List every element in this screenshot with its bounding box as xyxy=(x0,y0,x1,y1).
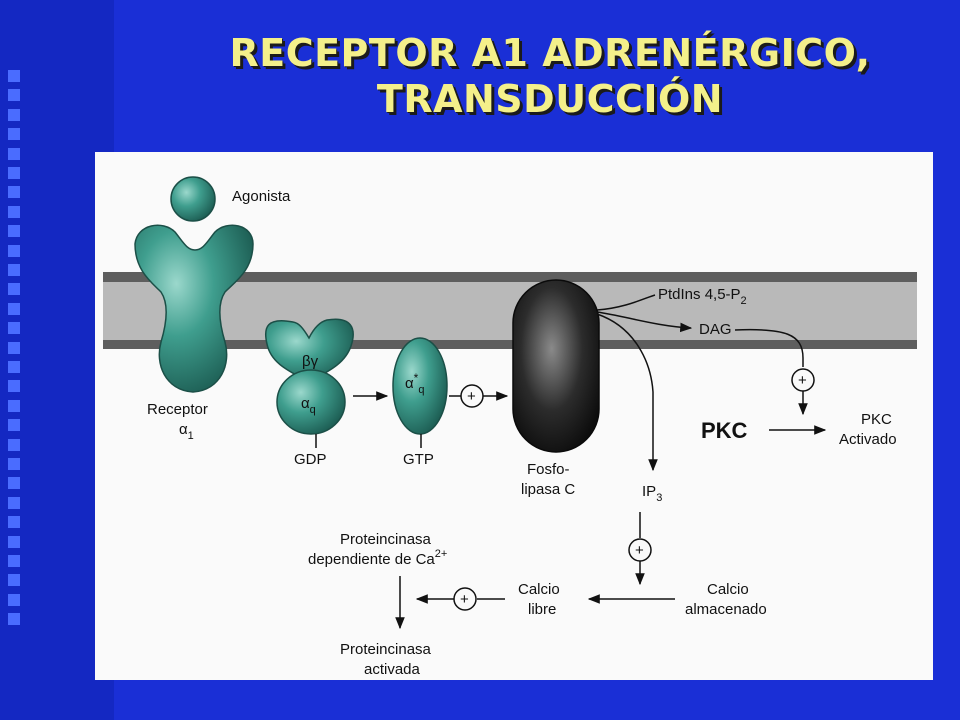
decor-square xyxy=(8,516,20,529)
agonist-label: Agonista xyxy=(232,188,291,205)
proteincinasa-act-label-2: activada xyxy=(364,661,421,678)
decor-square xyxy=(8,205,20,218)
g-beta-gamma-label: βγ xyxy=(302,353,319,370)
decor-square xyxy=(8,535,20,548)
decor-square xyxy=(8,574,20,587)
decor-square xyxy=(8,283,20,296)
decor-square xyxy=(8,593,20,606)
decor-square xyxy=(8,496,20,509)
decor-square xyxy=(8,167,20,179)
decorative-squares xyxy=(0,0,30,720)
decor-square xyxy=(8,225,20,238)
receptor-subtype-label: α1 xyxy=(179,421,194,442)
decor-square xyxy=(8,477,20,490)
decor-square xyxy=(8,399,20,412)
decor-square xyxy=(8,361,20,373)
decor-square xyxy=(8,186,20,199)
dag-label: DAG xyxy=(699,321,732,338)
g-protein-icon xyxy=(264,318,354,435)
plc-label-1: Fosfo- xyxy=(527,461,570,478)
title-line-1: RECEPTOR A1 ADRENÉRGICO, xyxy=(229,31,871,75)
decor-square xyxy=(8,244,20,257)
diagram-panel: Agonista Receptor α1 βγ αq GDP α*q GTP +… xyxy=(95,152,933,680)
plus-label-1: + xyxy=(467,388,476,405)
gtp-label: GTP xyxy=(403,451,434,468)
phospholipase-c-icon xyxy=(512,279,600,453)
plc-label-2: lipasa C xyxy=(521,481,575,498)
receptor-label: Receptor xyxy=(147,401,208,418)
ip3-label: IP3 xyxy=(642,483,662,504)
gdp-label: GDP xyxy=(294,451,327,468)
plus-label-4: + xyxy=(460,591,469,608)
calcio-almacenado-label-1: Calcio xyxy=(707,581,749,598)
calcio-almacenado-label-2: almacenado xyxy=(685,601,767,618)
ptdins-line xyxy=(596,294,656,311)
decor-square xyxy=(8,555,20,567)
ip3-arrow xyxy=(596,313,658,472)
decor-square xyxy=(8,264,20,276)
pkc-active-label-2: Activado xyxy=(839,431,897,448)
decor-square xyxy=(8,458,20,470)
decor-square xyxy=(8,438,20,451)
calcio-libre-label-1: Calcio xyxy=(518,581,560,598)
pkc-label: PKC xyxy=(701,418,748,443)
decor-square xyxy=(8,128,20,141)
active-alpha-q-label: α*q xyxy=(405,371,424,396)
decor-square xyxy=(8,147,20,160)
decor-square xyxy=(8,302,20,315)
g-alpha-q-label: αq xyxy=(301,395,316,416)
calcio-libre-label-2: libre xyxy=(528,601,556,618)
decor-square xyxy=(8,108,20,121)
proteincinasa-dep-label-2: dependiente de Ca2+ xyxy=(308,548,447,568)
plus-label-2: + xyxy=(798,372,807,389)
decor-square xyxy=(8,341,20,354)
decor-square xyxy=(8,70,20,82)
active-alpha-q-icon xyxy=(392,337,448,435)
signal-transduction-diagram: Agonista Receptor α1 βγ αq GDP α*q GTP +… xyxy=(103,176,917,678)
proteincinasa-act-label-1: Proteincinasa xyxy=(340,641,432,658)
decor-square xyxy=(8,613,20,626)
decor-square xyxy=(8,419,20,432)
title-line-2: TRANSDUCCIÓN xyxy=(376,77,724,121)
decor-square xyxy=(8,89,20,102)
dag-to-pkc-line xyxy=(734,328,804,367)
decor-square xyxy=(8,380,20,393)
ptdins-label: PtdIns 4,5-P2 xyxy=(658,286,747,307)
pkc-active-label-1: PKC xyxy=(861,411,892,428)
decor-square xyxy=(8,322,20,335)
alpha1-receptor-icon xyxy=(134,224,254,393)
agonist-ligand-icon xyxy=(170,176,216,222)
proteincinasa-dep-label-1: Proteincinasa xyxy=(340,531,432,548)
cell-membrane xyxy=(103,272,917,349)
slide-title: RECEPTOR A1 ADRENÉRGICO, TRANSDUCCIÓN xyxy=(150,30,950,122)
dag-arrow xyxy=(596,311,693,333)
plus-label-3: + xyxy=(635,542,644,559)
